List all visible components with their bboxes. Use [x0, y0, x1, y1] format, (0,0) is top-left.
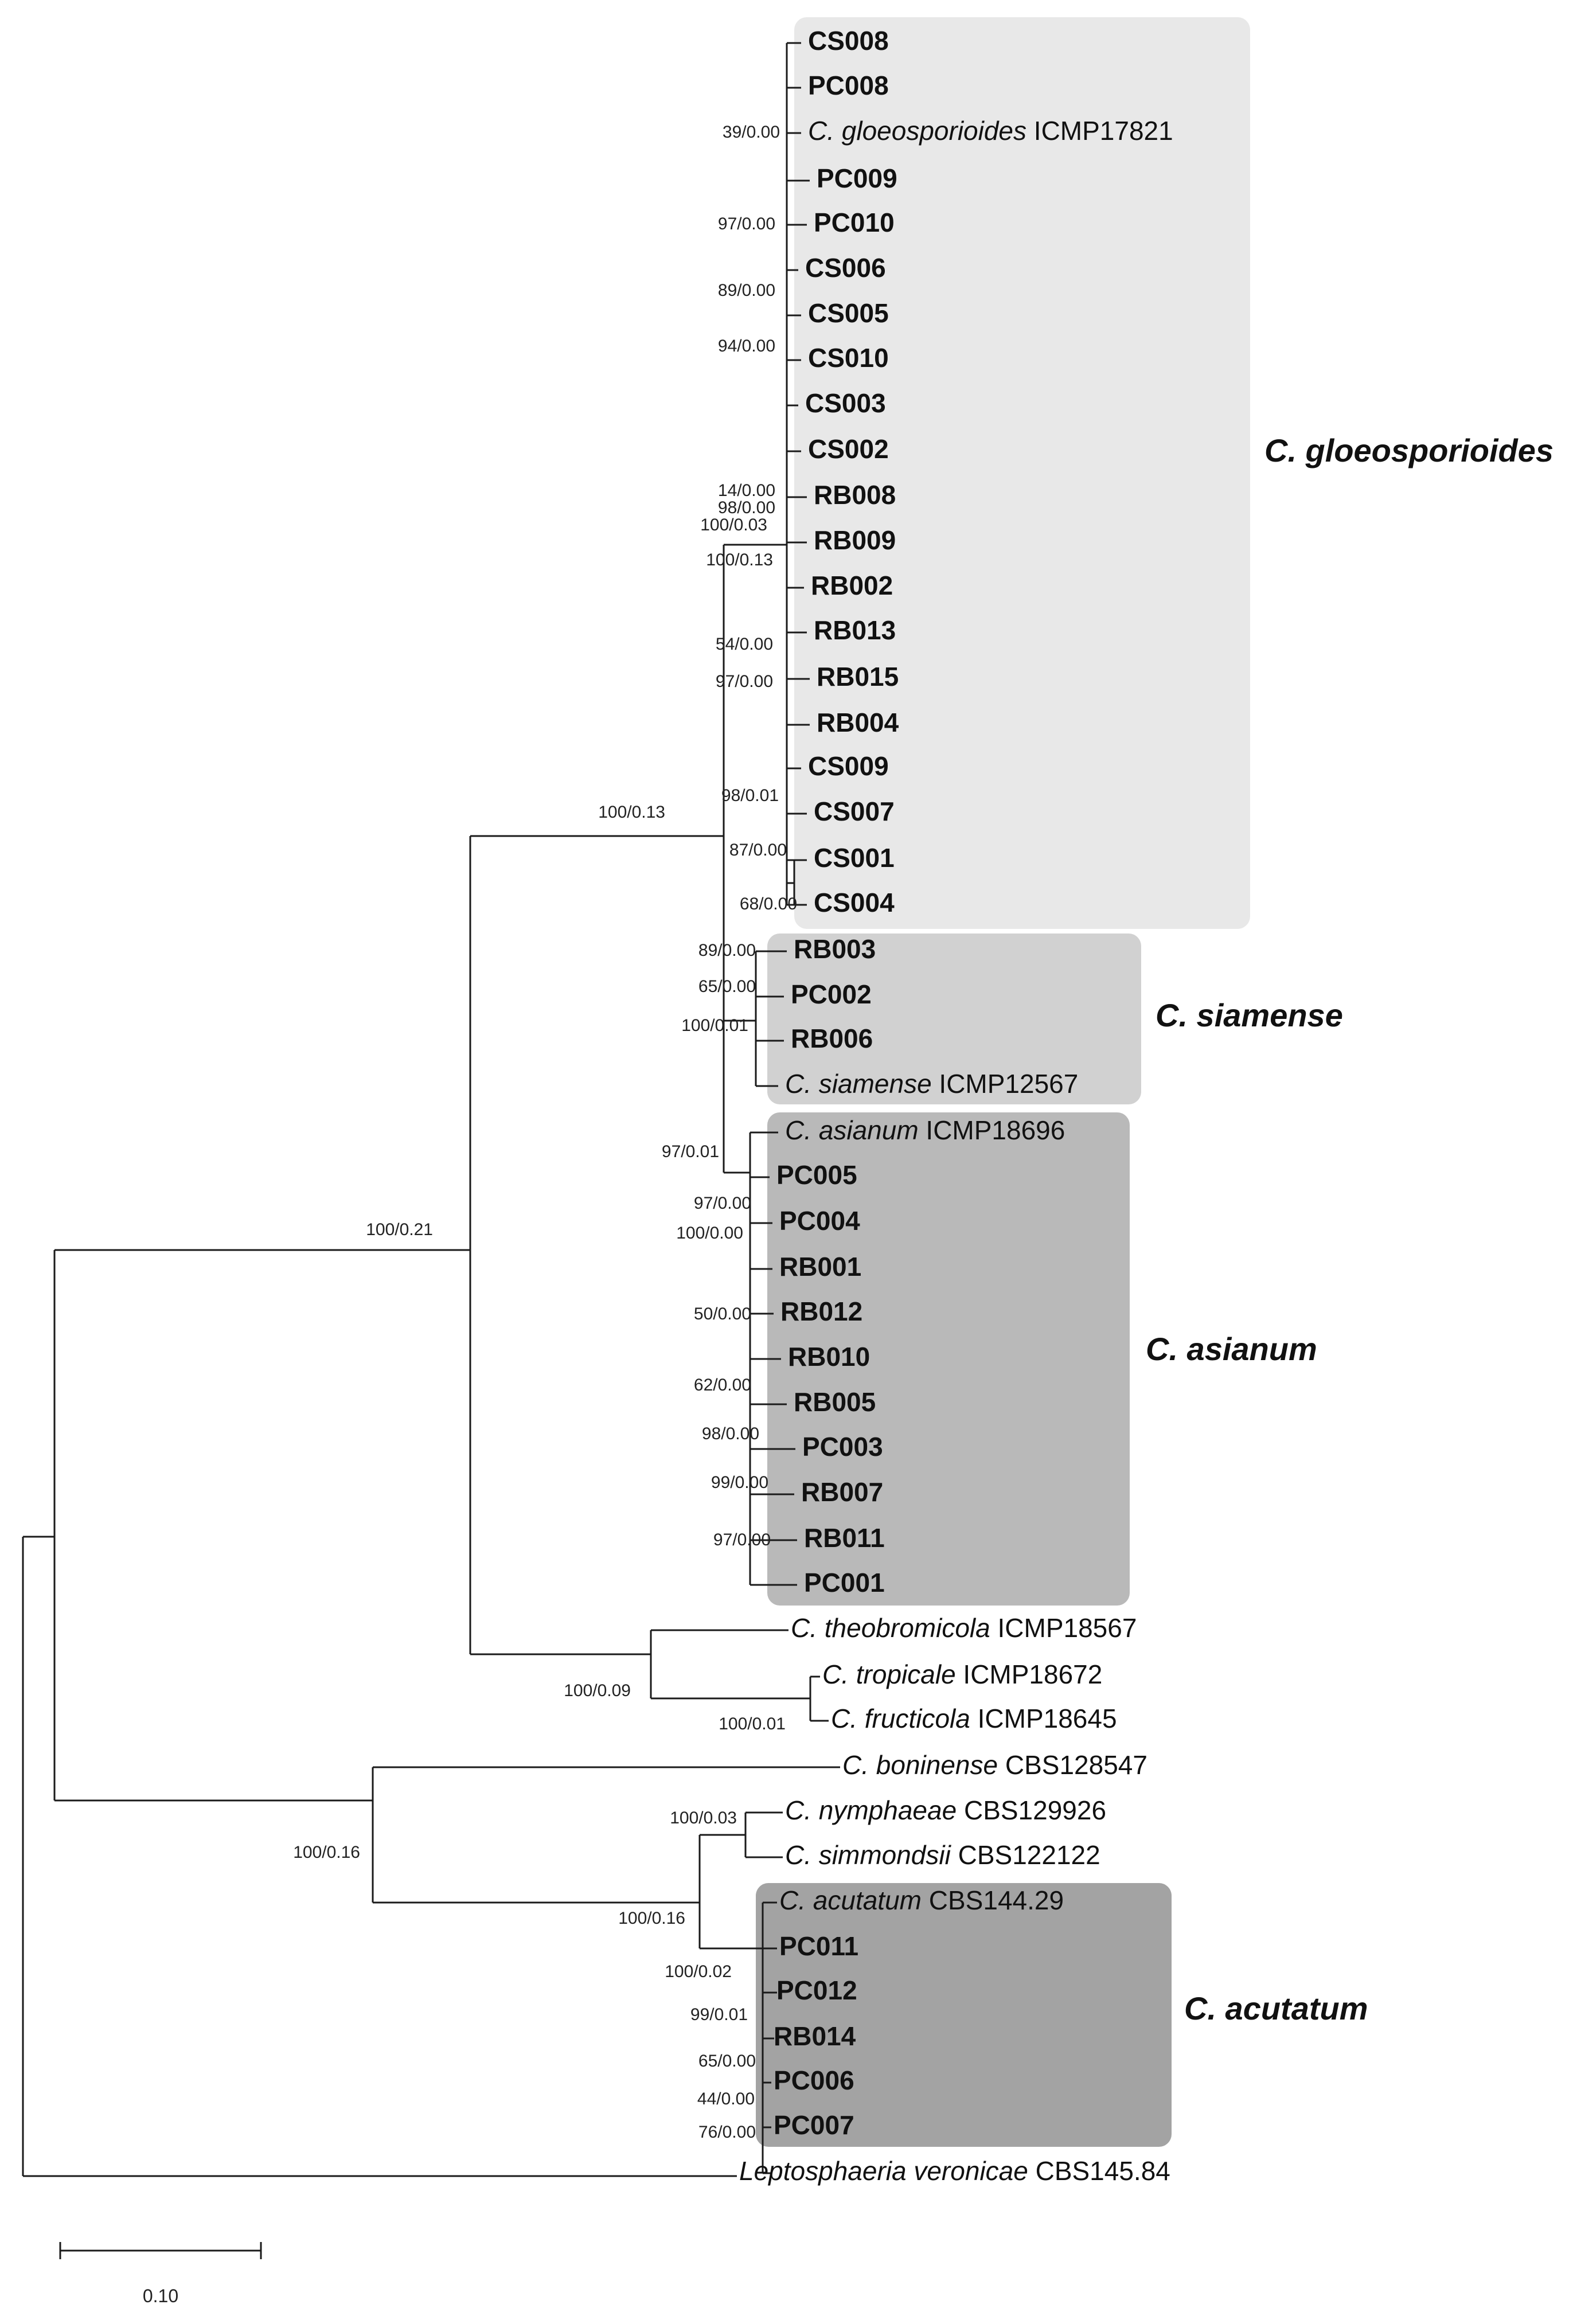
scale-bar-label: 0.10 — [143, 2286, 178, 2306]
taxon-label: RB013 — [814, 615, 896, 645]
support-value: 97/0.01 — [662, 1142, 719, 1161]
clade-label: C. acutatum — [1184, 1990, 1368, 2026]
taxon-label: CS006 — [805, 253, 886, 283]
support-value-layer: 39/0.0097/0.0089/0.0094/0.0014/0.0098/0.… — [293, 123, 797, 2142]
taxon-label: C. nymphaeae CBS129926 — [785, 1795, 1106, 1825]
support-value: 100/0.00 — [676, 1224, 743, 1243]
support-value: 89/0.00 — [698, 941, 756, 960]
support-value: 100/0.13 — [598, 803, 665, 822]
clade-box — [767, 933, 1141, 1104]
taxon-label: CS002 — [808, 434, 889, 464]
taxon-label: RB011 — [804, 1523, 885, 1553]
support-value: 100/0.09 — [564, 1681, 631, 1700]
taxon-label: CS010 — [808, 343, 889, 373]
taxon-label: RB002 — [811, 571, 893, 600]
taxon-label: CS003 — [805, 388, 886, 418]
support-value: 44/0.00 — [697, 2089, 755, 2108]
taxon-label: C. fructicola ICMP18645 — [831, 1704, 1117, 1733]
taxon-label: RB003 — [794, 934, 876, 964]
clade-box — [756, 1883, 1172, 2147]
taxon-label: RB007 — [801, 1477, 883, 1507]
support-value: 98/0.00 — [702, 1424, 759, 1443]
taxon-label: C. simmondsii CBS122122 — [785, 1840, 1100, 1870]
taxon-label: PC010 — [814, 208, 895, 237]
taxon-label: RB005 — [794, 1387, 876, 1417]
taxon-label: PC006 — [774, 2065, 854, 2095]
support-value: 100/0.03 — [670, 1809, 737, 1827]
clade-label: C. asianum — [1146, 1331, 1317, 1367]
taxon-label: CS007 — [814, 796, 895, 826]
support-value: 76/0.00 — [698, 2123, 756, 2142]
taxon-label: CS008 — [808, 26, 889, 56]
support-value: 99/0.00 — [711, 1473, 768, 1492]
taxon-label: RB015 — [817, 662, 899, 692]
taxon-label: RB009 — [814, 525, 896, 555]
clade-box — [794, 17, 1250, 929]
taxon-label: PC002 — [791, 979, 872, 1009]
taxon-label: C. tropicale ICMP18672 — [822, 1659, 1102, 1689]
clade-highlight-layer — [756, 17, 1250, 2147]
taxon-label: RB001 — [779, 1252, 861, 1282]
clade-label: C. siamense — [1156, 997, 1343, 1033]
support-value: 50/0.00 — [694, 1304, 751, 1323]
scale-bar: 0.10 — [59, 2242, 262, 2306]
support-value: 100/0.21 — [366, 1220, 433, 1239]
support-value: 100/0.01 — [681, 1016, 748, 1035]
support-value: 65/0.00 — [698, 2052, 756, 2071]
taxon-label: C. gloeosporioides ICMP17821 — [808, 116, 1173, 146]
support-value: 89/0.00 — [718, 281, 775, 300]
taxon-label: CS001 — [814, 843, 895, 873]
taxon-label: RB014 — [774, 2021, 856, 2051]
support-value: 97/0.00 — [716, 672, 773, 691]
support-value: 14/0.00 — [718, 481, 775, 500]
taxon-label: PC005 — [776, 1160, 857, 1190]
support-value: 100/0.03 — [700, 515, 767, 534]
taxon-label: C. siamense ICMP12567 — [785, 1069, 1078, 1099]
taxon-label: PC011 — [779, 1931, 858, 1961]
taxon-label: PC003 — [802, 1432, 883, 1462]
support-value: 87/0.00 — [729, 841, 787, 860]
taxon-label: CS004 — [814, 888, 895, 917]
clade-box — [767, 1112, 1130, 1606]
taxon-label: RB010 — [788, 1342, 870, 1372]
support-value: 99/0.01 — [690, 2005, 748, 2024]
taxon-label: C. theobromicola ICMP18567 — [791, 1613, 1137, 1643]
support-value: 100/0.16 — [618, 1909, 685, 1928]
taxon-label: RB012 — [780, 1296, 862, 1326]
taxon-label: PC004 — [779, 1206, 860, 1236]
support-value: 100/0.16 — [293, 1843, 360, 1862]
taxon-label: PC012 — [776, 1975, 857, 2005]
taxon-label: RB006 — [791, 1024, 873, 1053]
taxon-label: PC008 — [808, 71, 889, 100]
taxon-label: RB004 — [817, 708, 899, 737]
taxon-label: PC009 — [817, 163, 897, 193]
clade-label: C. gloeosporioides — [1264, 432, 1553, 468]
support-value: 97/0.00 — [718, 214, 775, 233]
taxon-label: C. asianum ICMP18696 — [785, 1115, 1065, 1145]
support-value: 39/0.00 — [723, 123, 780, 142]
support-value: 65/0.00 — [698, 977, 756, 996]
support-value: 54/0.00 — [716, 635, 773, 654]
taxon-label: C. acutatum CBS144.29 — [779, 1885, 1064, 1915]
support-value: 97/0.00 — [694, 1194, 751, 1213]
taxon-label: Leptosphaeria veronicae CBS145.84 — [739, 2156, 1170, 2186]
support-value: 100/0.13 — [706, 550, 773, 569]
taxon-label: CS009 — [808, 751, 889, 781]
taxon-label: RB008 — [814, 480, 896, 510]
support-value: 62/0.00 — [694, 1376, 751, 1395]
taxon-label: PC007 — [774, 2110, 854, 2140]
taxon-label: C. boninense CBS128547 — [842, 1750, 1147, 1780]
support-value: 100/0.01 — [719, 1714, 786, 1733]
taxon-label: CS005 — [808, 298, 889, 328]
support-value: 97/0.00 — [713, 1530, 771, 1549]
support-value: 94/0.00 — [718, 337, 775, 356]
support-value: 68/0.00 — [740, 895, 797, 913]
support-value: 100/0.02 — [665, 1962, 732, 1981]
branch-layer — [22, 42, 840, 2177]
support-value: 98/0.01 — [721, 786, 779, 805]
support-value: 98/0.00 — [718, 498, 775, 517]
taxon-label: PC001 — [804, 1568, 885, 1597]
